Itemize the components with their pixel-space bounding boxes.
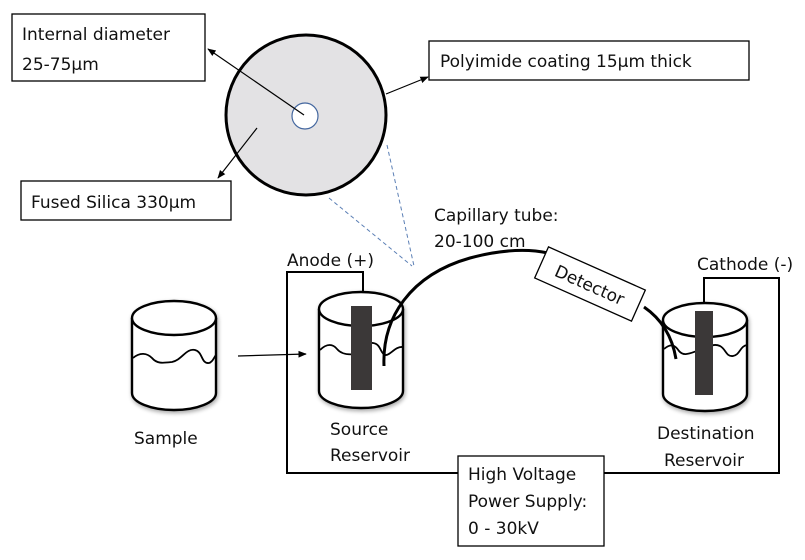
fused-silica-text: Fused Silica 330µm [31, 193, 196, 213]
power-supply-line2: Power Supply: [468, 492, 587, 512]
capillary-tube-outlet-segment [643, 305, 678, 360]
anode-label: Anode (+) [287, 251, 374, 271]
arrow-fused-silica [217, 127, 258, 179]
sample-vial [130, 299, 218, 412]
power-supply: High Voltage Power Supply: 0 - 30kV [457, 455, 605, 547]
internal-diameter-value: 25-75µm [22, 55, 99, 75]
projection-line-left [328, 197, 413, 267]
sample-label: Sample [134, 429, 198, 449]
source-reservoir [317, 290, 405, 410]
cathode-label: Cathode (-) [697, 255, 793, 275]
transfer-arrow [237, 350, 307, 358]
projection-line-right [386, 144, 415, 267]
coating-text: Polyimide coating 15µm thick [440, 52, 692, 72]
anode-electrode [351, 306, 372, 390]
coating-label: Polyimide coating 15µm thick [428, 40, 750, 81]
arrow-internal-diameter [207, 48, 305, 116]
fused-silica-label: Fused Silica 330µm [20, 180, 232, 221]
power-supply-line3: 0 - 30kV [468, 519, 539, 539]
anode-wire [286, 271, 462, 474]
destination-label-line1: Destination [657, 424, 755, 444]
arrow-coating [385, 76, 429, 95]
sample-liquid-surface [132, 348, 217, 364]
capillary-label-line1: Capillary tube: [434, 206, 559, 226]
internal-diameter-text: Internal diameter [22, 25, 170, 45]
source-label-line1: Source [330, 420, 388, 440]
capillary-cross-section [224, 33, 388, 197]
capillary-tube-inlet-segment [382, 248, 549, 367]
source-label-line2: Reservoir [330, 446, 410, 466]
destination-label-line2: Reservoir [664, 451, 744, 471]
cathode-electrode [695, 311, 713, 395]
capillary-bore [291, 102, 319, 130]
internal-diameter-label: Internal diameter 25-75µm [11, 13, 206, 82]
capillary-label-line2: 20-100 cm [434, 232, 526, 252]
destination-reservoir [661, 301, 749, 413]
cathode-wire [604, 277, 780, 474]
detector: Detector [533, 246, 647, 322]
power-supply-line1: High Voltage [468, 465, 576, 485]
